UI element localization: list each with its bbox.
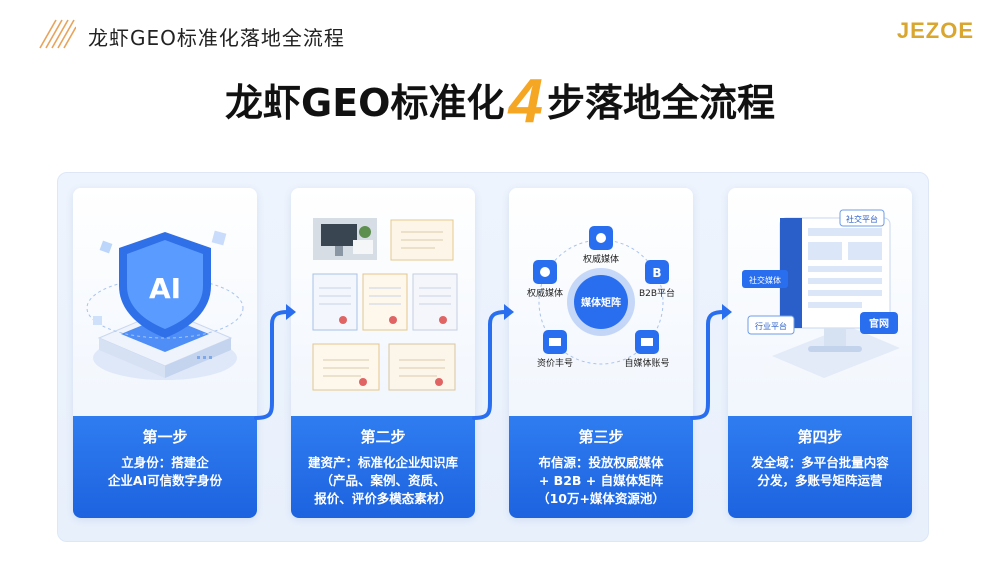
tag-social-media: 社交媒体 [742, 270, 788, 288]
tag-official-site: 官网 [860, 312, 898, 334]
matrix-center-label: 媒体矩阵 [580, 296, 621, 309]
step-2-footer: 第二步 建资产：标准化企业知识库 （产品、案例、资质、 报价、评价多模态素材） [291, 416, 475, 518]
step-4-title: 第四步 [797, 428, 843, 446]
title-part1: 龙虾GEO标准化 [225, 81, 505, 125]
arrow-2-to-3-icon [472, 304, 514, 420]
step-3-footer: 第三步 布信源：投放权威媒体 + B2B + 自媒体矩阵 （10万+媒体资源池） [509, 416, 693, 518]
media-node-left-top: 权威媒体 [527, 260, 563, 299]
media-node-top: 权威媒体 [583, 226, 619, 265]
step-1-title: 第一步 [142, 428, 188, 446]
step-3-title: 第三步 [578, 428, 624, 446]
step-3-illustration: 媒体矩阵 权威媒体 B B2B平台 自媒体账号 资价丰号 [509, 188, 693, 416]
step-card-2: 第二步 建资产：标准化企业知识库 （产品、案例、资质、 报价、评价多模态素材） [291, 188, 475, 518]
tag-label: 行业平台 [755, 321, 787, 331]
step-2-illustration [291, 188, 475, 416]
brand-logo: JEZOE [896, 18, 974, 43]
header-bar: 龙虾GEO标准化落地全流程 JEZOE [0, 0, 1000, 66]
node-label: 权威媒体 [583, 253, 619, 265]
step-1-desc: 立身份：搭建企 企业AI可信数字身份 [107, 455, 223, 488]
step-4-footer: 第四步 发全域：多平台批量内容 分发，多账号矩阵运营 [728, 416, 912, 518]
media-node-left-bottom: 资价丰号 [537, 330, 573, 369]
header-title: 龙虾GEO标准化落地全流程 [88, 26, 345, 50]
tag-industry-platform: 行业平台 [747, 315, 795, 335]
media-node-right-top: B B2B平台 [639, 260, 675, 299]
arrow-1-to-2-icon [254, 304, 296, 420]
tag-label: 社交媒体 [749, 275, 781, 285]
node-label: 权威媒体 [527, 287, 563, 299]
step-1-footer: 第一步 立身份：搭建企 企业AI可信数字身份 [73, 416, 257, 518]
step-2-desc: 建资产：标准化企业知识库 （产品、案例、资质、 报价、评价多模态素材） [307, 455, 458, 506]
hatch-decoration-icon [39, 19, 76, 49]
title-number: 4 [508, 67, 543, 136]
step-card-3: 媒体矩阵 权威媒体 B B2B平台 自媒体账号 资价丰号 [509, 188, 693, 518]
svg-text:B: B [652, 266, 661, 280]
tag-label: 社交平台 [846, 214, 878, 224]
tag-label: 官网 [869, 317, 889, 330]
shield-label: AI [149, 272, 181, 305]
node-label: B2B平台 [639, 287, 675, 299]
step-4-illustration: 社交平台 社交媒体 行业平台 官网 [728, 188, 912, 416]
title-part2: 步落地全流程 [546, 81, 775, 125]
arrow-3-to-4-icon [690, 304, 732, 420]
step-card-4: 社交平台 社交媒体 行业平台 官网 第四步 发全域：多平台批量内容 分发，多账号… [728, 188, 912, 518]
tag-social-platform: 社交平台 [839, 209, 885, 227]
node-label: 资价丰号 [537, 357, 573, 369]
step-2-title: 第二步 [360, 428, 406, 446]
step-4-desc: 发全域：多平台批量内容 分发，多账号矩阵运营 [751, 455, 889, 488]
node-label: 自媒体账号 [624, 357, 669, 369]
step-1-illustration: AI [73, 188, 257, 416]
step-3-desc: 布信源：投放权威媒体 + B2B + 自媒体矩阵 （10万+媒体资源池） [537, 455, 665, 506]
step-card-1: AI 第一步 立身份：搭建企 企业AI可信数字身份 [73, 188, 257, 518]
media-node-right-bottom: 自媒体账号 [624, 330, 670, 369]
